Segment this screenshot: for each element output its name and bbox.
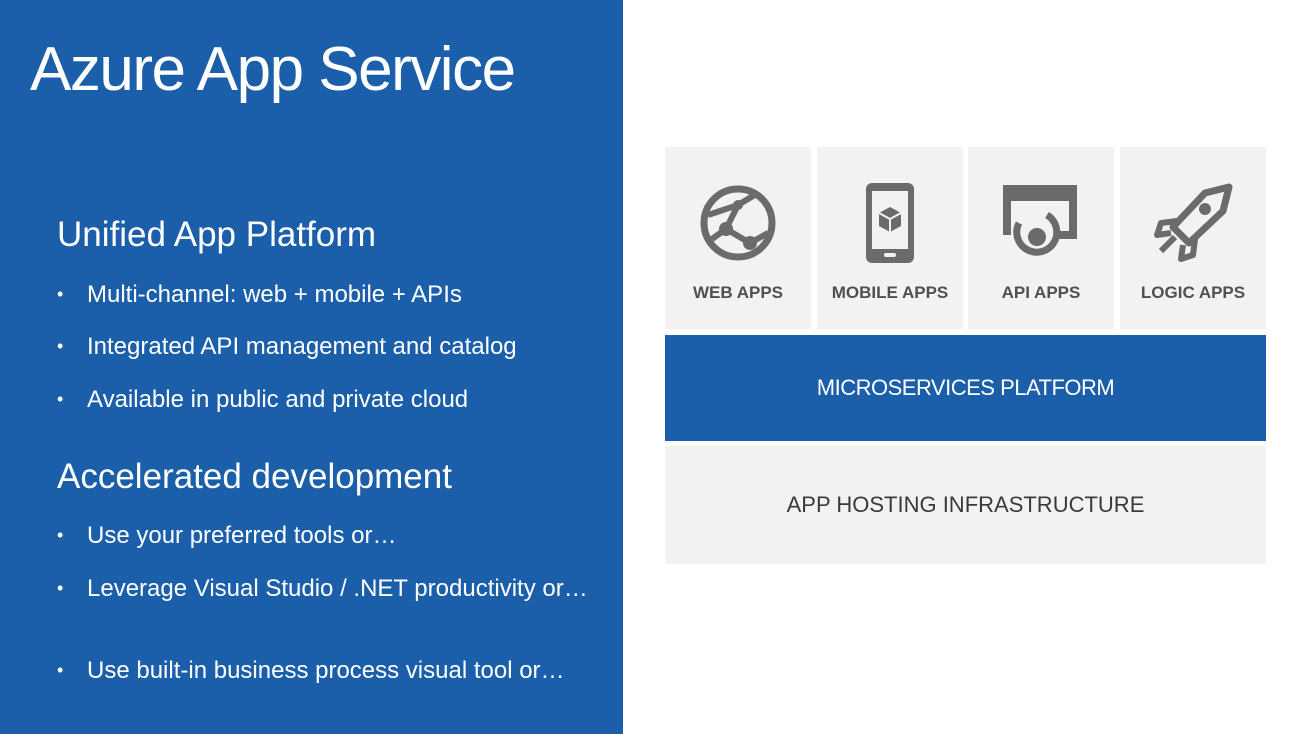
slide-title: Azure App Service (30, 35, 516, 104)
bullet-dot: • (57, 525, 64, 545)
bullet-item: • Use your preferred tools or… (57, 521, 597, 550)
bullet-dot: • (57, 284, 64, 304)
bullet-text: Use built-in business process visual too… (87, 657, 565, 684)
tile-web-apps: WEB APPS (665, 147, 811, 329)
globe-network-icon (700, 185, 776, 261)
bullet-dot: • (57, 578, 64, 598)
bullet-item: • Use built-in business process visual t… (57, 656, 597, 685)
bullet-dot: • (57, 660, 64, 680)
tile-label: WEB APPS (692, 283, 784, 302)
rocket-icon (1154, 183, 1233, 262)
tile-label: API APPS (1001, 283, 1081, 302)
section-heading-accelerated: Accelerated development (57, 457, 452, 496)
bullet-text: Multi-channel: web + mobile + APIs (87, 281, 462, 308)
microservices-platform-bar: MICROSERVICES PLATFORM (665, 335, 1266, 441)
api-screen-icon (1003, 185, 1077, 256)
bullet-dot: • (57, 336, 64, 356)
bullet-text: Leverage Visual Studio / .NET productivi… (87, 575, 588, 602)
tile-logic-apps: LOGIC APPS (1120, 147, 1266, 329)
tile-mobile-apps: MOBILE APPS (817, 147, 963, 329)
tile-api-apps: API APPS (968, 147, 1114, 329)
bullet-item: • Leverage Visual Studio / .NET producti… (57, 574, 597, 603)
bullet-dot: • (57, 389, 64, 409)
bullet-text: Integrated API management and catalog (87, 333, 517, 360)
bullet-text: Available in public and private cloud (87, 386, 469, 413)
bullet-text: Use your preferred tools or… (87, 522, 397, 549)
mobile-phone-icon (866, 183, 914, 263)
bullet-item: • Available in public and private cloud (57, 385, 597, 414)
bullet-item: • Integrated API management and catalog (57, 332, 597, 361)
app-hosting-infrastructure-bar: APP HOSTING INFRASTRUCTURE (665, 446, 1266, 564)
section-heading-unified: Unified App Platform (57, 215, 377, 254)
tile-label: MOBILE APPS (831, 283, 949, 302)
bullet-item: • Multi-channel: web + mobile + APIs (57, 280, 597, 309)
tile-label: LOGIC APPS (1140, 283, 1246, 302)
left-panel: Azure App Service Unified App Platform •… (0, 0, 623, 734)
